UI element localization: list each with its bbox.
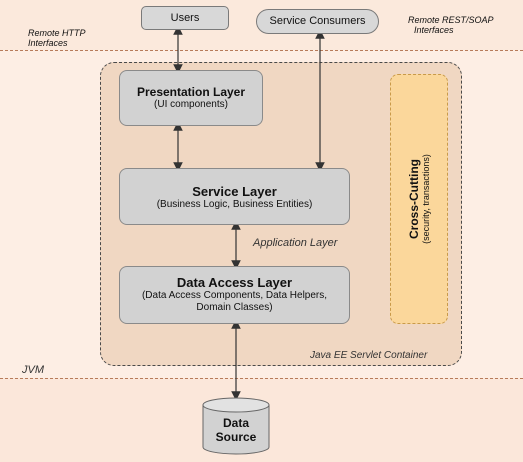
data-access-title: Data Access Layer xyxy=(176,275,293,290)
remote-http-note: Remote HTTP Interfaces xyxy=(28,28,86,48)
remote-http-line1: Remote HTTP xyxy=(28,28,86,38)
users-label: Users xyxy=(170,12,200,24)
jvm-label: JVM xyxy=(22,364,44,376)
servlet-container-label: Java EE Servlet Container xyxy=(310,350,428,361)
service-consumers-label: Service Consumers xyxy=(269,15,366,27)
data-access-layer-box: Data Access Layer (Data Access Component… xyxy=(119,266,350,324)
users-box: Users xyxy=(141,6,229,30)
cross-cutting-label: Cross-Cutting (security, transactions) xyxy=(407,154,431,244)
data-source-line2: Source xyxy=(215,430,257,444)
remote-http-line2: Interfaces xyxy=(28,38,68,48)
remote-rest-line1: Remote REST/SOAP xyxy=(408,15,494,25)
application-layer-label: Application Layer xyxy=(253,237,338,249)
presentation-title: Presentation Layer xyxy=(136,85,246,99)
remote-rest-line2: Interfaces xyxy=(414,25,454,35)
data-access-subtitle-2: Domain Classes) xyxy=(196,302,273,313)
service-consumers-box: Service Consumers xyxy=(256,9,379,34)
boundary-line-jvm xyxy=(0,378,523,379)
data-access-subtitle-1: (Data Access Components, Data Helpers, xyxy=(141,290,328,301)
data-source-cylinder xyxy=(202,397,270,455)
presentation-subtitle: (UI components) xyxy=(154,99,228,110)
remote-rest-note: Remote REST/SOAP Interfaces xyxy=(408,15,494,35)
service-title: Service Layer xyxy=(192,184,277,199)
service-layer-box: Service Layer (Business Logic, Business … xyxy=(119,168,350,225)
cross-cutting-subtitle: (security, transactions) xyxy=(421,154,431,244)
cross-cutting-title: Cross-Cutting xyxy=(407,159,421,240)
presentation-layer-box: Presentation Layer (UI components) xyxy=(119,70,263,126)
data-source-label: Data Source xyxy=(203,416,269,444)
cross-cutting-box xyxy=(390,74,448,324)
boundary-line-top xyxy=(0,50,523,51)
service-subtitle: (Business Logic, Business Entities) xyxy=(156,199,313,210)
data-source-line1: Data xyxy=(222,416,249,430)
